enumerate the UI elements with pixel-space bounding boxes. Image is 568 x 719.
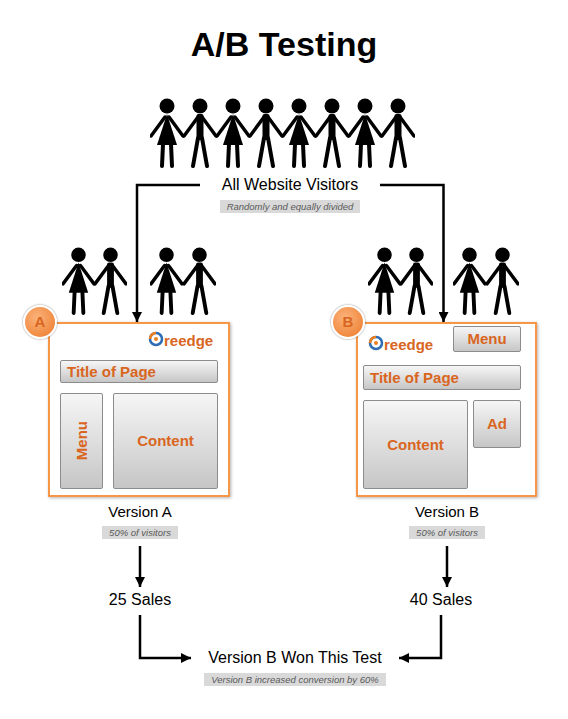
stick-figure — [283, 99, 315, 167]
note-band: Randomly and equally divided — [220, 200, 361, 213]
sales-count: 25 Sales — [100, 589, 180, 611]
stick-figure — [369, 248, 400, 314]
stick-figure — [184, 99, 216, 167]
stick-figure — [184, 248, 215, 314]
stick-figure — [217, 99, 249, 167]
diagram-title: A/B Testing — [0, 22, 568, 66]
stick-figure — [349, 99, 381, 167]
stick-figure — [151, 248, 182, 314]
version-label: Version A — [90, 502, 190, 522]
flow-arrow — [139, 546, 142, 587]
logo-icon — [370, 337, 382, 349]
share-band: 50% of visitors — [409, 526, 485, 539]
flow-arrow — [399, 615, 441, 658]
block-label: Content — [387, 436, 444, 454]
title-block: Title of Page — [363, 365, 521, 390]
stick-figure — [401, 248, 432, 314]
sales-label: 25 Sales — [100, 589, 180, 611]
stick-figure — [316, 99, 348, 167]
block-label: Ad — [487, 415, 507, 433]
version-group: Version A 50% of visitors — [90, 502, 190, 540]
result-group: Version B Won This TestVersion B increas… — [193, 647, 397, 687]
stick-figure — [151, 99, 183, 167]
block-label: Menu — [73, 421, 91, 460]
flow-arrow — [380, 185, 444, 322]
flow-arrow — [140, 615, 191, 658]
block-label: Menu — [467, 330, 506, 348]
content-block: Content — [113, 393, 218, 489]
flow-arrow — [446, 546, 449, 587]
group-heading: All Website Visitors — [200, 174, 380, 196]
page-version-box: reedgeATitle of PageMenuContent — [48, 322, 230, 497]
version-group: Version B 50% of visitors — [397, 502, 497, 540]
flow-arrow — [137, 185, 200, 322]
result-band: Version B increased conversion by 60% — [204, 673, 386, 686]
version-label: Version B — [397, 502, 497, 522]
ad-block: Ad — [473, 400, 521, 448]
block-label: Title of Page — [370, 369, 459, 387]
share-band: 50% of visitors — [102, 526, 178, 539]
stick-figure — [382, 99, 414, 167]
stick-figure — [95, 248, 126, 314]
menu-block: Menu — [453, 326, 521, 352]
menu-block: Menu — [60, 393, 103, 489]
version-badge: A — [23, 305, 57, 339]
sales-label: 40 Sales — [401, 589, 481, 611]
version-badge: B — [331, 305, 365, 339]
block-label: Title of Page — [67, 363, 156, 381]
badge-letter: B — [343, 313, 354, 331]
logo-text: reedge — [164, 332, 213, 350]
stick-figure — [250, 99, 282, 167]
logo-text: reedge — [384, 336, 433, 354]
badge-letter: A — [35, 313, 46, 331]
page-version-box: reedgeBMenuTitle of PageContentAd — [356, 322, 537, 497]
block-label: Content — [137, 432, 194, 450]
title-block: Title of Page — [60, 360, 218, 383]
stick-figure — [454, 248, 485, 314]
visitor-group: All Website VisitorsRandomly and equally… — [200, 174, 380, 214]
content-block: Content — [363, 400, 468, 489]
sales-count: 40 Sales — [401, 589, 481, 611]
logo-icon — [150, 333, 162, 345]
stick-figure — [63, 248, 94, 314]
result-heading: Version B Won This Test — [193, 647, 397, 669]
stick-figure — [487, 248, 518, 314]
